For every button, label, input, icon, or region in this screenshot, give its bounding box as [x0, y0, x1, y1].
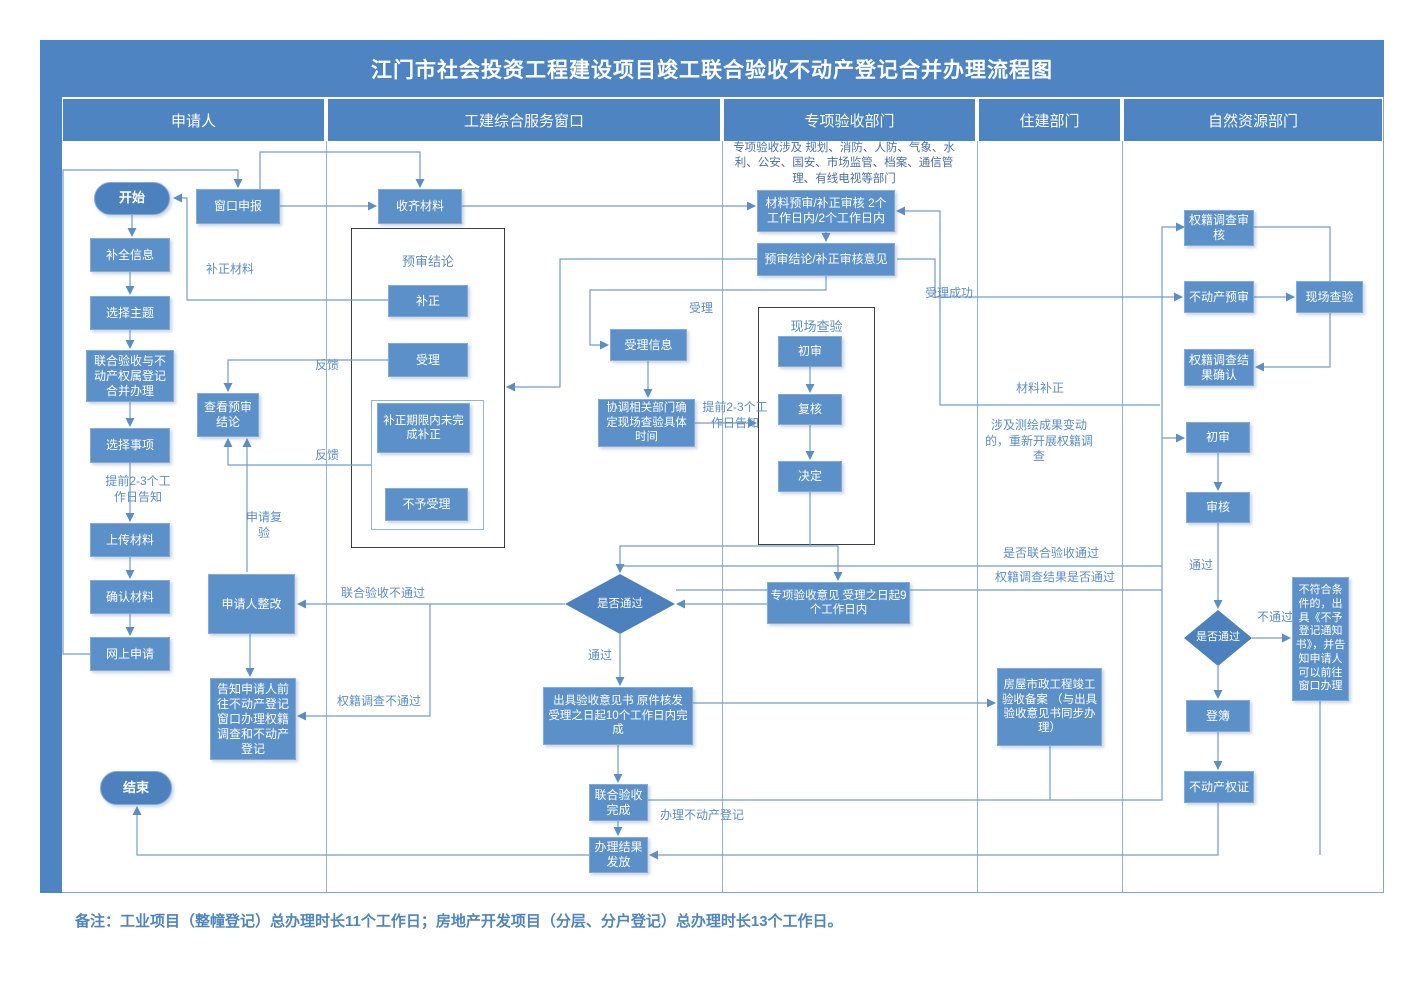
page-title: 江门市社会投资工程建设项目竣工联合验收不动产登记合并办理流程图 [40, 40, 1384, 97]
lane-header-service-window: 工建综合服务窗口 [328, 99, 720, 141]
special-acceptance-opinion: 专项验收意见 受理之日起9个工作日内 [767, 582, 910, 624]
correction: 补正 [388, 285, 468, 317]
start-node: 开始 [94, 182, 170, 215]
collect-material: 收齐材料 [378, 189, 462, 224]
accept-info: 受理信息 [610, 329, 687, 361]
label-joint-pass-q: 是否联合验收通过 [1002, 546, 1099, 560]
material-preaudit: 材料预审/补正审核 2个工作日内/2个工作日内 [757, 190, 895, 232]
lane-header-natural-resources: 自然资源部门 [1124, 99, 1382, 141]
label-feedback-1: 反馈 [314, 358, 339, 372]
label-accept: 受理 [688, 301, 713, 315]
label-cadastral-pass-q: 权籍调查结果是否通过 [994, 570, 1115, 584]
property-certificate: 不动产权证 [1184, 771, 1254, 803]
lane-header-applicant: 申请人 [63, 99, 324, 141]
special-depts-annotation: 专项验收涉及 规划、消防、人防、气象、水利、公安、国安、市场监管、档案、通信管理… [733, 141, 955, 185]
label-apply-recheck: 申请复验 [245, 510, 282, 540]
footnote: 备注：工业项目（整幢登记）总办理时长11个工作日；房地产开发项目（分层、分户登记… [75, 913, 843, 930]
label-correction-material: 补正材料 [205, 262, 254, 276]
online-apply: 网上申请 [90, 637, 170, 671]
label-pass-2: 通过 [1188, 558, 1213, 572]
label-feedback-2: 反馈 [314, 448, 339, 462]
label-survey-change: 涉及测绘成果变动的，重新开展权籍调查 [984, 418, 1093, 464]
label-notify-2-3-days-1: 提前2-3个工作日告知 [105, 474, 171, 504]
joint-acceptance-done: 联合验收完成 [589, 784, 648, 821]
diagram-frame [40, 40, 1384, 893]
no-register-notice: 不符合条件的，出具《不予登记通知书》，并告知申请人可以前往窗口办理 [1292, 577, 1349, 701]
label-notify-2-3-days-2: 提前2-3个工作日告知 [702, 400, 768, 430]
label-material-fix: 材料补正 [1015, 381, 1064, 395]
realestate-preaudit: 不动产预审 [1184, 281, 1254, 313]
first-review-2: 初审 [1186, 422, 1250, 453]
accept: 受理 [388, 343, 468, 377]
issue-opinion-letter: 出具验收意见书 原件核发 受理之日起10个工作日内完成 [543, 687, 693, 745]
housing-record: 房屋市政工程竣工验收备案 （与出具验收意见书同步办理） [997, 668, 1102, 746]
cadastral-result-confirm: 权籍调查结果确认 [1184, 349, 1254, 386]
applicant-rectify: 申请人整改 [208, 574, 295, 634]
first-review-1: 初审 [778, 336, 842, 367]
end-node: 结束 [100, 771, 172, 805]
recheck: 复核 [778, 394, 842, 425]
not-accepted: 不予受理 [385, 488, 468, 521]
upload-material: 上传材料 [90, 523, 170, 557]
review: 审核 [1186, 492, 1250, 523]
cadastral-audit: 权籍调查审核 [1184, 210, 1254, 246]
correction-subgroup [371, 400, 484, 530]
label-joint-fail: 联合验收不通过 [340, 586, 425, 600]
lane-separator [326, 141, 327, 893]
site-inspection-2: 现场查验 [1296, 281, 1363, 313]
label-cadastral-fail: 权籍调查不通过 [336, 694, 421, 708]
label-no-pass: 不通过 [1256, 610, 1293, 624]
preaudit-conclusion: 预审结论/补正审核意见 [757, 243, 895, 276]
fill-info: 补全信息 [90, 238, 170, 272]
lane-separator [977, 141, 978, 893]
correction-not-completed: 补正期限内未完成补正 [377, 403, 470, 453]
notify-registry-window: 告知申请人前往不动产登记窗口办理权籍调查和不动产登记 [210, 678, 296, 760]
choose-item: 选择事项 [90, 428, 170, 463]
confirm-material: 确认材料 [90, 580, 170, 614]
joint-merge-handle: 联合验收与不动产权属登记合并办理 [86, 350, 174, 402]
lane-separator [1122, 141, 1123, 893]
register-book: 登簿 [1186, 700, 1250, 732]
window-declare: 窗口申报 [196, 189, 280, 224]
preview-conclusion-group-title: 预审结论 [401, 254, 454, 269]
lane-header-housing-dept: 住建部门 [979, 99, 1120, 141]
label-handle-registration: 办理不动产登记 [659, 808, 744, 822]
label-pass-1: 通过 [587, 648, 612, 662]
choose-theme: 选择主题 [90, 296, 170, 330]
label-accept-success: 受理成功 [924, 286, 973, 300]
result-issuance: 办理结果发放 [589, 837, 648, 873]
lane-separator [722, 141, 723, 893]
site-inspection-group-title: 现场查验 [790, 319, 843, 334]
coordinate-site-time: 协调相关部门确定现场查验具体时间 [598, 399, 695, 447]
lane-header-special-depts: 专项验收部门 [724, 99, 975, 141]
left-accent-strip [40, 97, 62, 893]
decide: 决定 [778, 461, 842, 492]
view-preview-conclusion: 查看预审结论 [197, 393, 259, 437]
